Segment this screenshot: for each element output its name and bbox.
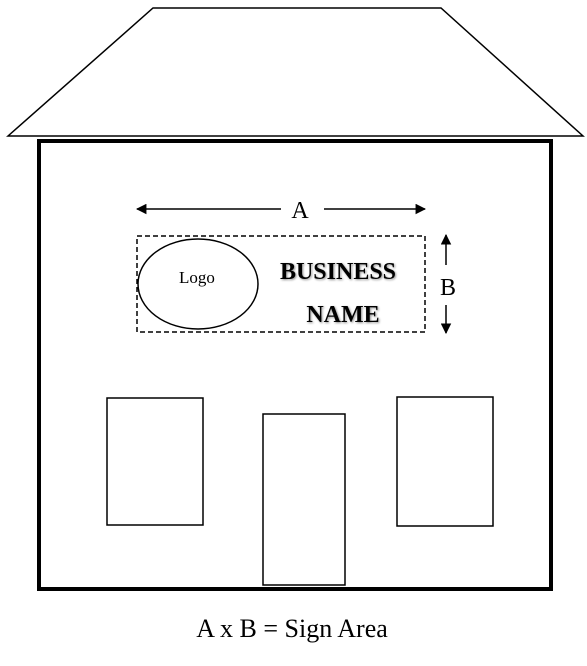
door <box>262 413 346 586</box>
sign-area-caption: A x B = Sign Area <box>196 614 388 643</box>
house-wall <box>37 139 553 591</box>
sign-boundary <box>136 235 426 333</box>
house-roof <box>6 7 585 137</box>
dimension-a-arrow: A <box>135 198 427 224</box>
dimension-b-arrow: B <box>440 233 456 335</box>
dimension-a-label: A <box>291 198 309 224</box>
business-name-line-1: BUSINESS <box>280 259 396 285</box>
business-name-line-2: NAME <box>306 302 379 328</box>
right-window <box>396 396 494 527</box>
logo-oval <box>137 238 259 330</box>
logo-text: Logo <box>179 268 215 287</box>
left-window <box>106 397 204 526</box>
dimension-b-label: B <box>440 275 456 301</box>
